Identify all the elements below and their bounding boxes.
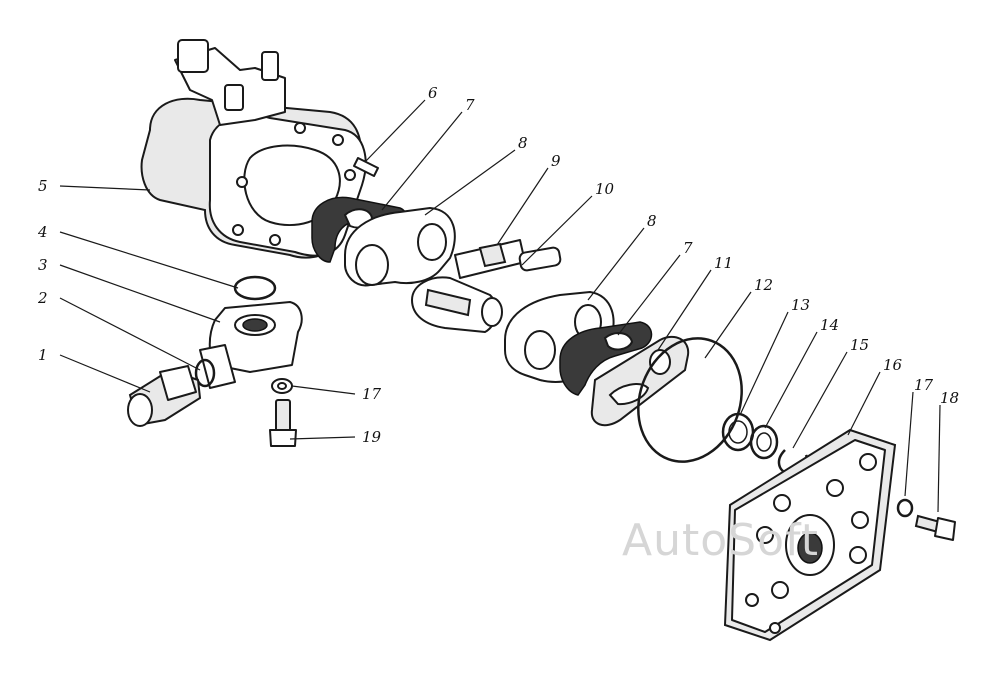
seal-washer xyxy=(749,424,779,460)
shaft-seal xyxy=(721,412,755,452)
callout-7-front: 7 xyxy=(465,96,475,114)
screw-left xyxy=(269,399,297,447)
flange-gasket xyxy=(233,275,277,301)
dowel-pin xyxy=(353,157,379,177)
bearing-block-front xyxy=(344,207,456,287)
callout-15: 15 xyxy=(850,336,869,354)
cover-gasket xyxy=(590,335,690,427)
callout-2: 2 xyxy=(37,289,48,307)
callout-17-right: 17 xyxy=(914,376,934,394)
callout-3: 3 xyxy=(38,256,48,274)
end-cover xyxy=(723,428,897,642)
pump-housing xyxy=(140,39,367,259)
callout-13: 13 xyxy=(791,296,810,314)
union-fitting xyxy=(127,365,202,427)
inlet-flange xyxy=(199,301,303,389)
callout-1: 1 xyxy=(38,346,48,364)
leader-lines xyxy=(59,99,941,513)
callout-17-left: 17 xyxy=(362,385,382,403)
callout-5: 5 xyxy=(38,177,48,195)
nut-left xyxy=(271,378,293,394)
seal-ring xyxy=(194,358,216,388)
callout-10: 10 xyxy=(595,180,615,198)
watermark: AutoSoft xyxy=(622,515,819,566)
gear-and-shaft-assembly xyxy=(411,239,562,333)
seal-plate-rear xyxy=(559,321,653,396)
large-o-ring xyxy=(637,337,743,463)
callout-6: 6 xyxy=(428,84,438,102)
callout-19: 19 xyxy=(362,428,382,446)
callout-12: 12 xyxy=(754,276,773,294)
bolt-right xyxy=(914,514,956,541)
callout-18: 18 xyxy=(940,389,959,407)
callout-8-rear: 8 xyxy=(647,212,657,230)
callout-14: 14 xyxy=(820,316,839,334)
washer-right xyxy=(896,498,914,518)
callout-7-rear: 7 xyxy=(683,239,693,257)
callout-4: 4 xyxy=(37,223,48,241)
callout-16: 16 xyxy=(883,356,903,374)
callout-8-front: 8 xyxy=(518,134,528,152)
callout-labels: 5 4 3 2 1 6 7 8 9 10 8 7 11 12 13 14 15 … xyxy=(37,84,959,446)
callout-9: 9 xyxy=(551,152,561,170)
callout-11: 11 xyxy=(714,254,733,272)
